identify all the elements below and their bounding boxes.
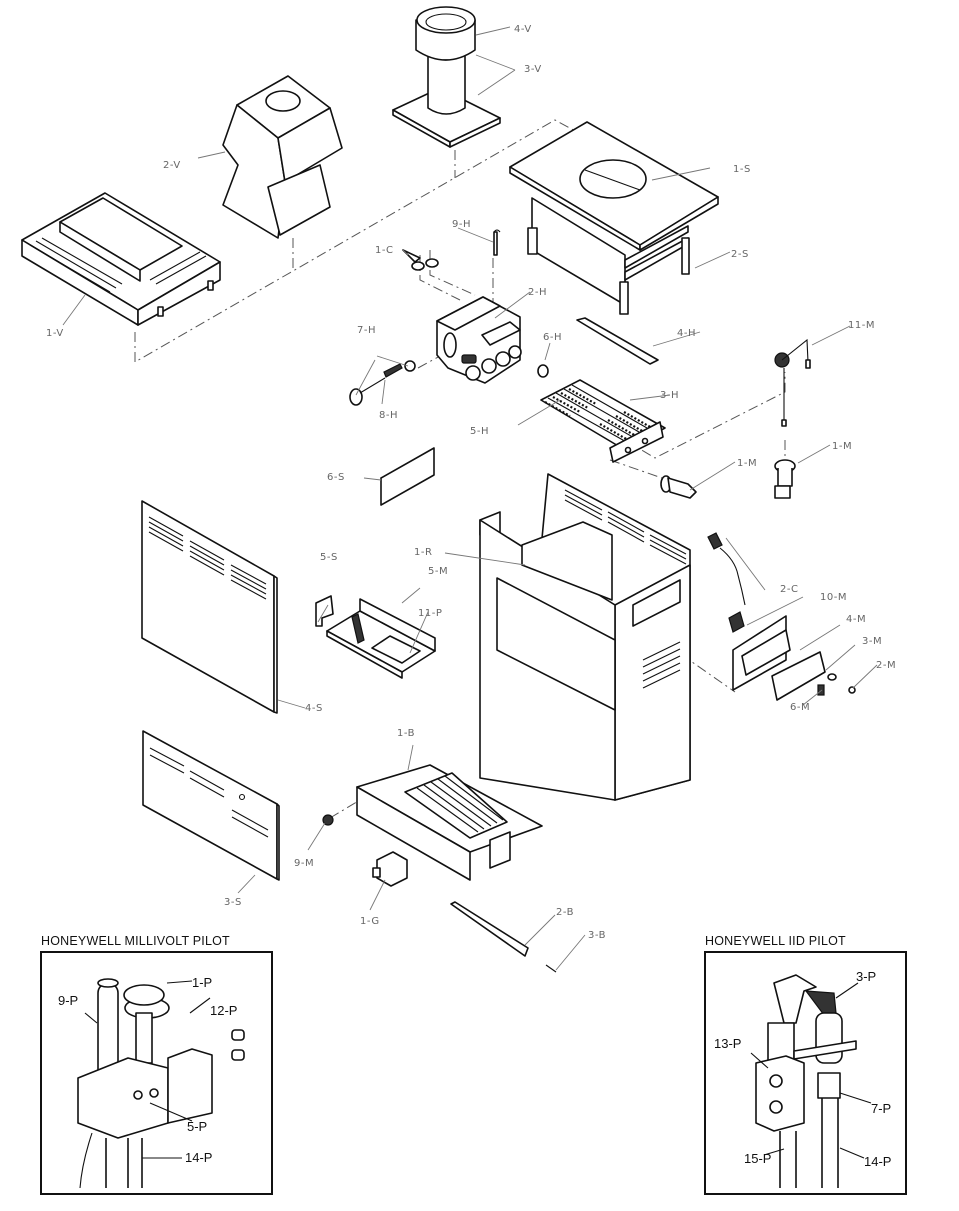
- label-3-v: 3-V: [524, 64, 542, 75]
- part-7-h-8-h-valve-parts: [349, 360, 416, 406]
- label-2-m: 2-M: [876, 660, 896, 671]
- label-1-r: 1-R: [414, 547, 432, 558]
- part-11-m-capillary: [774, 338, 811, 427]
- part-1-g-gas-valve: [372, 851, 408, 887]
- label-7-p: 7-P: [871, 1101, 891, 1116]
- label-1-c: 1-C: [375, 245, 393, 256]
- inset-title-millivolt-pilot: HONEYWELL MILLIVOLT PILOT: [41, 934, 230, 948]
- label-11-m: 11-M: [848, 320, 875, 331]
- label-6-m: 6-M: [790, 702, 810, 713]
- label-1-s: 1-S: [733, 164, 751, 175]
- label-3-h: 3-H: [660, 390, 679, 401]
- part-3-s-lower-panel: [142, 730, 280, 881]
- millivolt-pilot-illustration: 1-P 9-P 12-P 5-P 14-P: [58, 975, 245, 1189]
- label-9-p: 9-P: [58, 993, 78, 1008]
- label-1-b: 1-B: [397, 728, 415, 739]
- part-2-h-header: [436, 296, 522, 384]
- part-labels: 4-V 3-V 2-V 1-V 1-S 2-S 9-H 1-C 2-H 6-H …: [46, 24, 896, 941]
- label-6-h: 6-H: [543, 332, 562, 343]
- part-3-h-heat-exchanger: [540, 379, 666, 463]
- label-8-h: 8-H: [379, 410, 398, 421]
- label-2-c: 2-C: [780, 584, 798, 595]
- label-4-v: 4-V: [514, 24, 532, 35]
- label-15-p: 15-P: [744, 1151, 771, 1166]
- label-10-m: 10-M: [820, 592, 847, 603]
- label-14-p-millivolt: 14-P: [185, 1150, 212, 1165]
- label-2-v: 2-V: [163, 160, 181, 171]
- label-5-h: 5-H: [470, 426, 489, 437]
- label-12-p: 12-P: [210, 1003, 237, 1018]
- part-3-v-4-v-vent-adapter: [392, 6, 501, 148]
- label-3-m: 3-M: [862, 636, 882, 647]
- label-4-m: 4-M: [846, 614, 866, 625]
- label-1-g: 1-G: [360, 916, 380, 927]
- label-13-p: 13-P: [714, 1036, 741, 1051]
- label-1-p: 1-P: [192, 975, 212, 990]
- label-4-h: 4-H: [677, 328, 696, 339]
- part-2-b-burner-rod: [450, 901, 529, 957]
- label-4-s: 4-S: [305, 703, 323, 714]
- part-1-v-vent-cap: [21, 192, 221, 326]
- part-4-h-strip: [576, 317, 659, 365]
- label-2-s: 2-S: [731, 249, 749, 260]
- part-4-s-front-panel: [141, 500, 278, 714]
- part-2-v-draft-hood: [222, 75, 343, 239]
- part-1-m-thermostat-right: [774, 459, 796, 499]
- part-1-c-clips: [402, 249, 439, 271]
- label-3-b: 3-B: [588, 930, 606, 941]
- inset-iid-pilot: 3-P 13-P 7-P 15-P 14-P: [704, 951, 907, 1195]
- label-3-p: 3-P: [856, 969, 876, 984]
- part-1-s-2-s-top-assembly: [509, 121, 719, 315]
- part-1-r-cabinet: [479, 473, 691, 801]
- label-1-v: 1-V: [46, 328, 64, 339]
- leader-lines: [62, 26, 878, 971]
- label-5-s: 5-S: [320, 552, 338, 563]
- label-5-m: 5-M: [428, 566, 448, 577]
- part-9-h-pin: [493, 229, 501, 256]
- label-2-h: 2-H: [528, 287, 547, 298]
- part-2-c-10-m-control-panel: [707, 532, 856, 701]
- part-1-m-thermostat-left: [660, 475, 697, 499]
- label-1-m-right: 1-M: [832, 441, 852, 452]
- label-5-p: 5-P: [187, 1119, 207, 1134]
- part-9-m-knob: [322, 814, 334, 826]
- part-6-s-cover-plate: [380, 447, 435, 506]
- label-9-h: 9-H: [452, 219, 471, 230]
- label-9-m: 9-M: [294, 858, 314, 869]
- label-3-s: 3-S: [224, 897, 242, 908]
- assembly-centerlines: [134, 119, 786, 819]
- iid-pilot-illustration: 3-P 13-P 7-P 15-P 14-P: [714, 969, 891, 1188]
- part-1-b-burner-tray: [356, 764, 543, 881]
- part-3-b-screw: [545, 964, 557, 973]
- label-2-b: 2-B: [556, 907, 574, 918]
- label-7-h: 7-H: [357, 325, 376, 336]
- label-6-s: 6-S: [327, 472, 345, 483]
- inset-title-iid-pilot: HONEYWELL IID PILOT: [705, 934, 846, 948]
- label-14-p-iid: 14-P: [864, 1154, 891, 1169]
- part-6-h-o-ring: [537, 364, 549, 378]
- label-11-p: 11-P: [418, 608, 442, 619]
- inset-millivolt-pilot: 1-P 9-P 12-P 5-P 14-P: [40, 951, 273, 1195]
- label-1-m-left: 1-M: [737, 458, 757, 469]
